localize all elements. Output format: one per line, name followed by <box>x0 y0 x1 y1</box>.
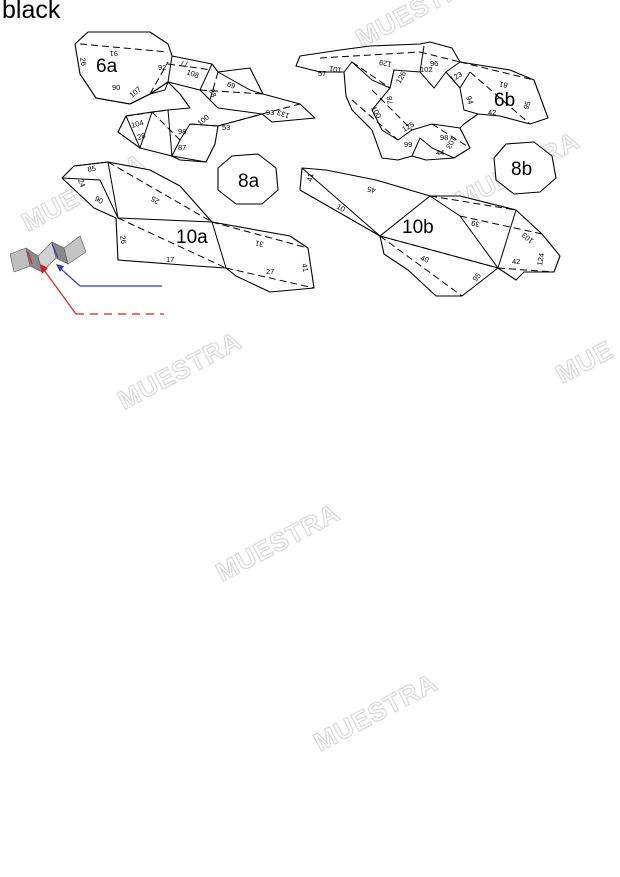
edge-number: 90 <box>112 83 120 92</box>
legend-valley-arrow <box>43 269 77 315</box>
piece-10a: 10a 85 24 90 25 26 17 31 27 41 <box>61 161 315 293</box>
edge-number: 39 <box>471 219 481 229</box>
legend-valley-arrowhead <box>40 264 48 274</box>
edge-number: 93 <box>266 108 274 117</box>
edge-number: 78 <box>385 95 395 105</box>
edge-number: 129 <box>378 58 392 69</box>
piece-label-10b: 10b <box>402 217 434 238</box>
page-title: black <box>2 0 61 24</box>
edge-number: 26 <box>118 235 128 245</box>
edge-number: 124 <box>535 252 546 266</box>
edge-number: 10 <box>335 202 347 214</box>
edge-number: 94 <box>464 95 475 106</box>
piece-label-10a: 10a <box>176 227 208 248</box>
watermark-text: MUESTRA <box>309 667 443 757</box>
edge-number: 108 <box>185 67 200 80</box>
legend-valley-fold <box>27 251 33 265</box>
edge-number: 40 <box>419 253 430 264</box>
edge-number: 69 <box>226 79 237 90</box>
edge-number: 88 <box>207 88 218 99</box>
edge-number: 57 <box>318 69 326 78</box>
edge-number: 42 <box>488 108 496 117</box>
piece-6a: 6a 91 26 90 107 92 77 108 69 88 93 133 1… <box>74 31 316 163</box>
watermark-text: MUE <box>551 334 619 389</box>
legend-mountain-arrow <box>59 267 81 287</box>
piece-label-6a: 6a <box>96 56 118 77</box>
edge-number: 98 <box>440 133 448 142</box>
edge-number: 87 <box>178 143 186 152</box>
piece-label-8b: 8b <box>511 159 532 180</box>
legend-mountain-arrowhead <box>56 264 64 272</box>
piece-10b: 10b 41 45 10 39 103 40 42 124 95 <box>299 167 561 297</box>
fold-legend <box>9 235 164 315</box>
edge-number: 41 <box>305 173 315 183</box>
legend-fold-panel <box>63 235 87 265</box>
edge-number: 44 <box>436 148 444 157</box>
edge-number: 85 <box>87 164 97 174</box>
edge-number: 28 <box>136 131 146 142</box>
piece-label-6b: 6b <box>494 90 515 111</box>
watermark-text: MUESTRA <box>211 497 345 587</box>
edge-number: 26 <box>78 57 88 67</box>
edge-number: 102 <box>420 65 433 74</box>
edge-number: 81 <box>499 80 509 90</box>
piece-6b: 6b 101 57 129 96 102 123 126 81 78 100 9… <box>295 41 549 161</box>
edge-number: 77 <box>180 59 190 69</box>
legend-mountain-fold <box>51 243 59 259</box>
edge-number: 91 <box>110 49 118 58</box>
edge-number: 31 <box>255 239 265 249</box>
edge-number: 25 <box>149 194 161 206</box>
edge-number: 99 <box>404 140 412 149</box>
watermark-text: MUESTRA <box>113 325 247 415</box>
edge-number: 92 <box>158 63 166 72</box>
piece-6b-outline <box>295 41 549 161</box>
edge-number: 133 <box>276 108 291 121</box>
piece-8b: 8b <box>493 141 557 195</box>
edge-number: 27 <box>266 267 274 276</box>
piece-8a-outline <box>217 153 279 205</box>
edge-number: 41 <box>300 263 310 273</box>
edge-number: 53 <box>222 123 230 132</box>
edge-number: 42 <box>512 257 520 266</box>
edge-number: 95 <box>521 100 532 111</box>
edge-number: 96 <box>430 59 438 68</box>
edge-number: 104 <box>130 118 144 130</box>
piece-label-8a: 8a <box>238 171 260 192</box>
edge-number: 45 <box>367 185 377 195</box>
piece-8b-outline <box>493 141 557 195</box>
edge-number: 24 <box>76 178 87 189</box>
edge-number: 101 <box>328 64 342 75</box>
piece-8a: 8a <box>217 153 279 205</box>
edge-number: 98 <box>178 127 186 136</box>
edge-number: 90 <box>93 194 105 206</box>
edge-number: 17 <box>166 255 174 264</box>
